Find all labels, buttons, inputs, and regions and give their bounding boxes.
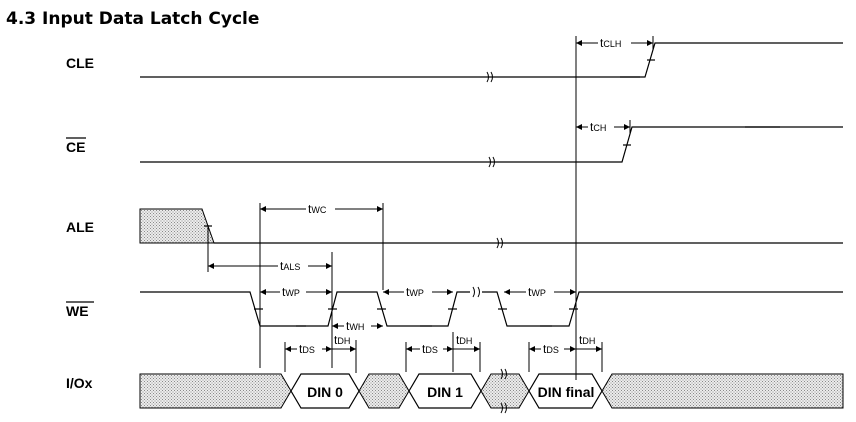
timing-label-tdh-3: tDH bbox=[579, 333, 595, 347]
io-din1-label: DIN 1 bbox=[427, 384, 463, 400]
dimension-twp-3 bbox=[504, 289, 576, 295]
timing-label-twc: tWC bbox=[308, 202, 327, 216]
timing-label-tds-1: tDS bbox=[299, 342, 315, 356]
dimension-twp-2 bbox=[383, 289, 453, 295]
signal-label-ce: CE bbox=[66, 139, 85, 155]
timing-label-tclh: tCLH bbox=[600, 36, 621, 50]
dimension-tds-3 bbox=[529, 346, 602, 352]
we-waveform bbox=[140, 286, 843, 327]
io-waveform bbox=[139, 368, 844, 414]
timing-label-tdh-2: tDH bbox=[456, 333, 472, 347]
dimension-tals bbox=[208, 263, 332, 269]
reference-lines bbox=[207, 36, 654, 380]
diagram-title: 4.3 Input Data Latch Cycle bbox=[6, 9, 259, 29]
timing-label-tds-3: tDS bbox=[543, 342, 559, 356]
timing-label-twp-1: tWP bbox=[282, 285, 300, 299]
dimension-tds-2 bbox=[406, 346, 480, 352]
signal-label-cle: CLE bbox=[66, 55, 94, 71]
timing-label-tdh-1: tDH bbox=[334, 333, 350, 347]
dimension-twc bbox=[260, 206, 383, 212]
dimension-tch bbox=[576, 124, 630, 130]
dimension-twh bbox=[332, 323, 383, 329]
cle-waveform bbox=[140, 42, 843, 83]
io-din-final-label: DIN final bbox=[538, 384, 595, 400]
io-din0-label: DIN 0 bbox=[307, 384, 343, 400]
timing-label-tch: tCH bbox=[590, 120, 606, 134]
ce-waveform bbox=[140, 126, 843, 168]
signal-label-ale: ALE bbox=[66, 219, 94, 235]
timing-label-twp-2: tWP bbox=[406, 285, 424, 299]
timing-label-twp-3: tWP bbox=[528, 285, 546, 299]
timing-label-tals: tALS bbox=[280, 259, 300, 273]
dimension-tds-1 bbox=[285, 346, 356, 352]
dimension-tclh bbox=[576, 40, 653, 46]
timing-label-twh: tWH bbox=[346, 319, 364, 333]
dimension-twp-1 bbox=[260, 289, 332, 295]
timing-label-tds-2: tDS bbox=[422, 342, 438, 356]
ale-waveform bbox=[139, 208, 843, 249]
signal-label-we: WE bbox=[66, 303, 89, 319]
signal-label-io: I/Ox bbox=[66, 375, 93, 391]
